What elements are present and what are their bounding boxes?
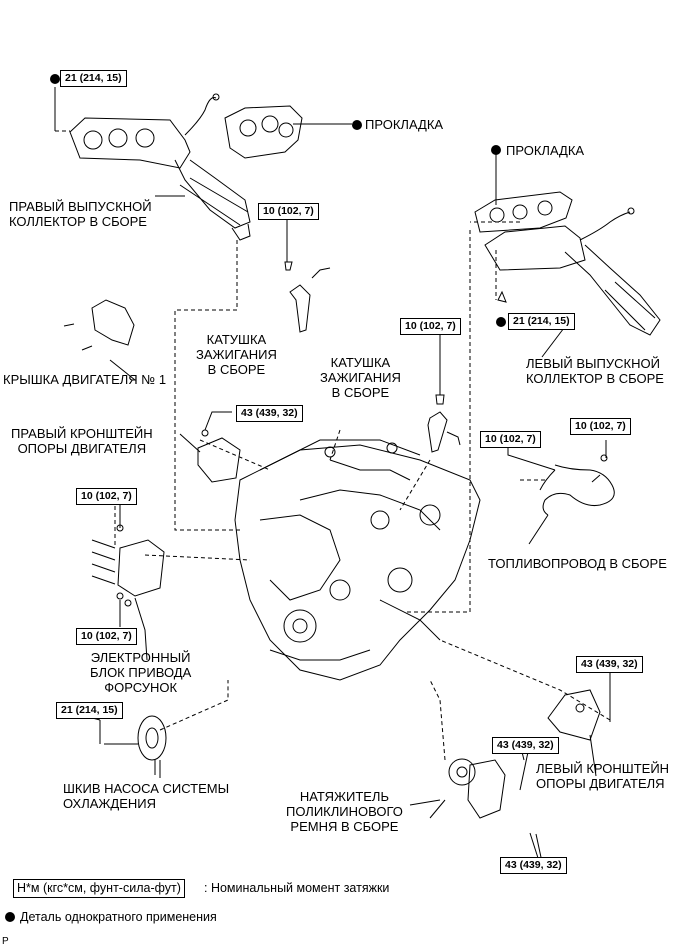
ignition-coil-1	[284, 222, 331, 333]
label-injector-driver: ЭЛЕКТРОННЫЙ БЛОК ПРИВОДА ФОРСУНОК	[90, 650, 192, 695]
injector-driver-unit	[91, 524, 165, 607]
label-left-mount-bracket: ЛЕВЫЙ КРОНШТЕЙН ОПОРЫ ДВИГАТЕЛЯ	[536, 761, 670, 791]
torque-43-tensioner-b: 43 (439, 32)	[500, 857, 567, 874]
torque-43-left-bracket: 43 (439, 32)	[576, 656, 643, 673]
label-right-mount-bracket: ПРАВЫЙ КРОНШТЕЙН ОПОРЫ ДВИГАТЕЛЯ	[11, 426, 153, 456]
single-use-dot-gasket-left	[491, 145, 501, 155]
label-gasket-right: ПРОКЛАДКА	[365, 117, 444, 132]
single-use-dot-gasket-right	[352, 120, 362, 130]
torque-43-tensioner-a: 43 (439, 32)	[492, 737, 559, 754]
torque-10-edu-bottom: 10 (102, 7)	[76, 628, 137, 645]
torque-21-left-manifold: 21 (214, 15)	[508, 313, 575, 330]
torque-21-pulley: 21 (214, 15)	[56, 702, 123, 719]
single-use-dot-left-manifold	[496, 317, 506, 327]
label-right-exhaust-manifold: ПРАВЫЙ ВЫПУСКНОЙ КОЛЛЕКТОР В СБОРЕ	[9, 199, 152, 229]
dashed-guides	[55, 123, 611, 761]
engine-block	[234, 439, 481, 681]
figure-code: P	[2, 936, 9, 947]
torque-10-fuel-a: 10 (102, 7)	[480, 431, 541, 448]
label-belt-tensioner: НАТЯЖИТЕЛЬ ПОЛИКЛИНОВОГО РЕМНЯ В СБОРЕ	[286, 789, 403, 834]
torque-10-coil-1: 10 (102, 7)	[258, 203, 319, 220]
label-ignition-coil-2: КАТУШКА ЗАЖИГАНИЯ В СБОРЕ	[320, 355, 401, 400]
torque-10-edu-top: 10 (102, 7)	[76, 488, 137, 505]
legend-unit-box: Н*м (кгс*см, фунт-сила-фут)	[13, 879, 185, 898]
torque-43-right-bracket: 43 (439, 32)	[236, 405, 303, 422]
belt-tensioner	[429, 751, 539, 859]
right-gasket	[224, 105, 303, 159]
label-water-pump-pulley: ШКИВ НАСОСА СИСТЕМЫ ОХЛАЖДЕНИЯ	[63, 781, 230, 811]
fuel-line	[539, 454, 615, 516]
single-use-dot-top	[50, 74, 60, 84]
label-ignition-coil-1: КАТУШКА ЗАЖИГАНИЯ В СБОРЕ	[196, 332, 277, 377]
ignition-coil-2	[427, 335, 461, 453]
torque-10-coil-2: 10 (102, 7)	[400, 318, 461, 335]
left-mount-bracket	[547, 672, 611, 741]
label-fuel-line: ТОПЛИВОПРОВОД В СБОРЕ	[488, 556, 667, 571]
right-mount-bracket	[197, 429, 241, 483]
torque-21-top: 21 (214, 15)	[60, 70, 127, 87]
legend-single-use-dot	[5, 912, 15, 922]
right-exhaust-manifold	[69, 93, 251, 241]
torque-10-fuel-b: 10 (102, 7)	[570, 418, 631, 435]
label-engine-cover: КРЫШКА ДВИГАТЕЛЯ № 1	[3, 372, 167, 387]
legend-unit-text: : Номинальный момент затяжки	[204, 881, 390, 895]
label-left-exhaust-manifold: ЛЕВЫЙ ВЫПУСКНОЙ КОЛЛЕКТОР В СБОРЕ	[526, 356, 664, 386]
left-gasket	[474, 191, 573, 233]
engine-cover	[63, 299, 135, 351]
water-pump-pulley	[104, 715, 167, 778]
label-gasket-left: ПРОКЛАДКА	[506, 143, 585, 158]
legend-single-use-text: Деталь однократного применения	[20, 910, 217, 924]
left-exhaust-manifold	[484, 207, 661, 336]
